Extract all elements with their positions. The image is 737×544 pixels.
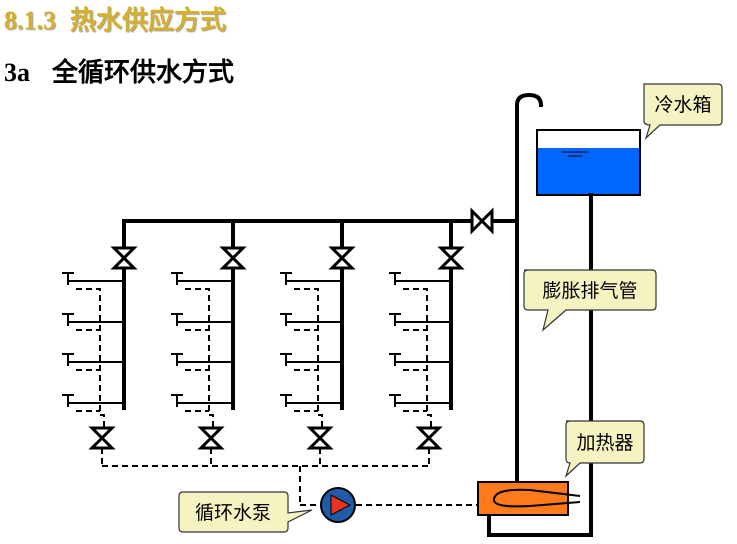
expansion-vent-pipe — [515, 92, 544, 223]
callout-cold-tank: 冷水箱 — [643, 83, 723, 140]
return-valve — [415, 426, 443, 450]
faucet-icon — [389, 272, 401, 285]
section-number: 8.1.3 — [4, 6, 56, 35]
riser-top-valve — [110, 246, 138, 270]
section-heading: 8.1.3 热水供应方式 — [4, 0, 226, 37]
return-valve — [306, 426, 334, 450]
heater-body — [477, 481, 569, 516]
return-riser — [294, 288, 323, 428]
riser-top-valve — [328, 246, 356, 270]
return-valve — [88, 426, 116, 450]
riser-top-valve-body — [110, 246, 138, 270]
return-riser — [185, 288, 214, 428]
subsection-heading: 3a 全循环供水方式 — [4, 52, 234, 89]
subsection-title: 全循环供水方式 — [52, 58, 235, 88]
callout-pump-label: 循环水泵 — [195, 502, 271, 524]
return-valve-body — [306, 426, 334, 450]
faucet-icon — [280, 313, 292, 326]
callout-pump: 循环水泵 — [178, 491, 313, 533]
callout-heater-label: 加热器 — [576, 432, 633, 454]
main-gate-valve — [470, 207, 494, 235]
faucet-icon — [62, 394, 74, 407]
riser-top-valve-body — [437, 246, 465, 270]
callout-expansion-pipe: 膨胀排气管 — [523, 269, 657, 332]
faucet-icon — [280, 394, 292, 407]
faucet-icon — [280, 272, 292, 285]
return-riser — [403, 288, 432, 428]
faucet-icon — [389, 313, 401, 326]
return-valve-body — [88, 426, 116, 450]
faucet-icon — [389, 394, 401, 407]
faucet-icon — [62, 353, 74, 366]
return-valve-body — [415, 426, 443, 450]
return-valve-body — [197, 426, 225, 450]
riser-top-valve-body — [328, 246, 356, 270]
riser-top-valve-body — [219, 246, 247, 270]
subsection-number: 3a — [4, 58, 30, 87]
faucet-icon — [62, 272, 74, 285]
callout-expansion-pipe-label: 膨胀排气管 — [542, 280, 637, 302]
riser-top-valve — [437, 246, 465, 270]
heater-coil — [493, 488, 581, 508]
faucet-icon — [280, 353, 292, 366]
return-riser — [76, 288, 105, 428]
return-valve — [197, 426, 225, 450]
section-title: 热水供应方式 — [70, 6, 227, 36]
faucet-icon — [171, 313, 183, 326]
faucet-icon — [171, 353, 183, 366]
callout-heater: 加热器 — [564, 420, 645, 478]
pump-arrow-icon — [330, 494, 352, 516]
faucet-icon — [171, 272, 183, 285]
main-gate-valve-body — [470, 207, 494, 235]
faucet-icon — [171, 394, 183, 407]
tank-water — [538, 148, 639, 194]
riser-top-valve — [219, 246, 247, 270]
callout-cold-tank-label: 冷水箱 — [654, 94, 711, 116]
faucet-icon — [389, 353, 401, 366]
faucet-icon — [62, 313, 74, 326]
